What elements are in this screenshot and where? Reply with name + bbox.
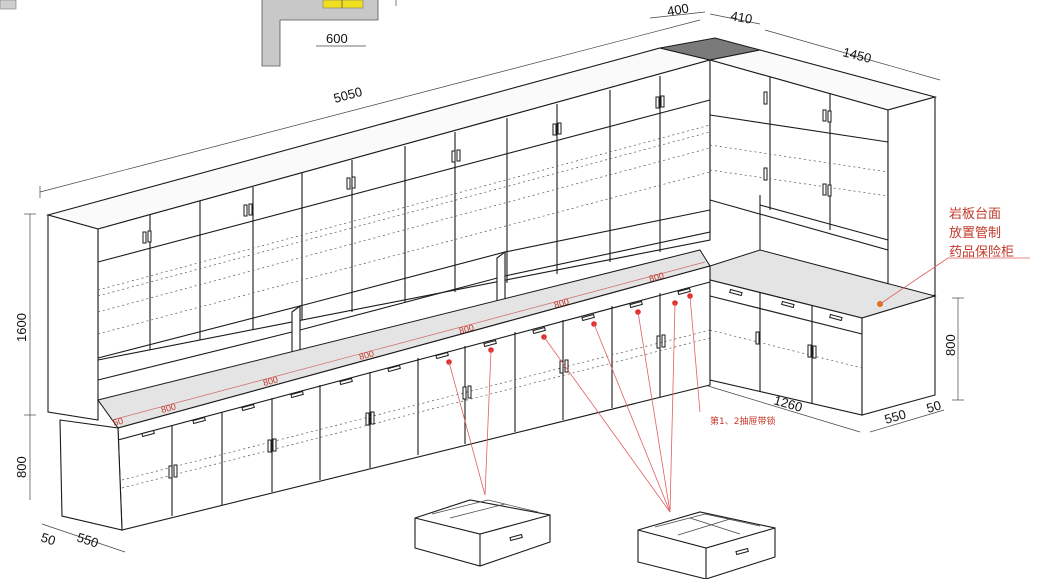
base-cabinet-run xyxy=(59,265,711,531)
base-cabinet-return xyxy=(709,279,936,416)
counter-module-dimensions: 50 800 800 800 800 800 800 xyxy=(111,261,706,428)
dim-detail-width: 600 xyxy=(326,31,348,46)
dim-module-1: 800 xyxy=(160,401,177,415)
dim-total-length: 5050 xyxy=(332,84,364,106)
countertop-note-line1: 岩板台面 xyxy=(949,207,1001,222)
lock-indicators xyxy=(446,257,1030,513)
upper-cabinet-run xyxy=(45,47,711,421)
dim-base-offset-left: 50 xyxy=(39,530,57,549)
dim-base-height-right: 800 xyxy=(943,334,958,356)
countertop-note-line3: 药品保险柜 xyxy=(949,245,1014,260)
dim-side-length: 1450 xyxy=(841,44,873,66)
right-upper-cabinets xyxy=(709,49,938,306)
dim-base-depth-right: 550 xyxy=(883,406,908,426)
dimension-lines: 5050 400 410 1450 1600 800 50 550 800 12… xyxy=(14,0,964,553)
countertop-note-line2: 放置管制 xyxy=(949,226,1001,241)
drawer-detail-right xyxy=(637,511,776,579)
dim-start-offset: 50 xyxy=(112,416,124,428)
plan-detail: 600 xyxy=(0,0,397,67)
dim-base-depth-left: 550 xyxy=(75,530,100,551)
dim-upper-height: 1600 xyxy=(14,313,29,342)
dim-corner-width: 410 xyxy=(729,8,753,27)
dim-corner-depth: 400 xyxy=(666,0,690,19)
plan-yellow-block xyxy=(322,0,364,9)
dim-base-height-left: 800 xyxy=(14,456,29,478)
drawer-lock-note: 第1、2抽屉带锁 xyxy=(710,415,775,427)
drawer-detail-left xyxy=(414,499,551,567)
dim-base-offset-right: 50 xyxy=(925,397,943,415)
